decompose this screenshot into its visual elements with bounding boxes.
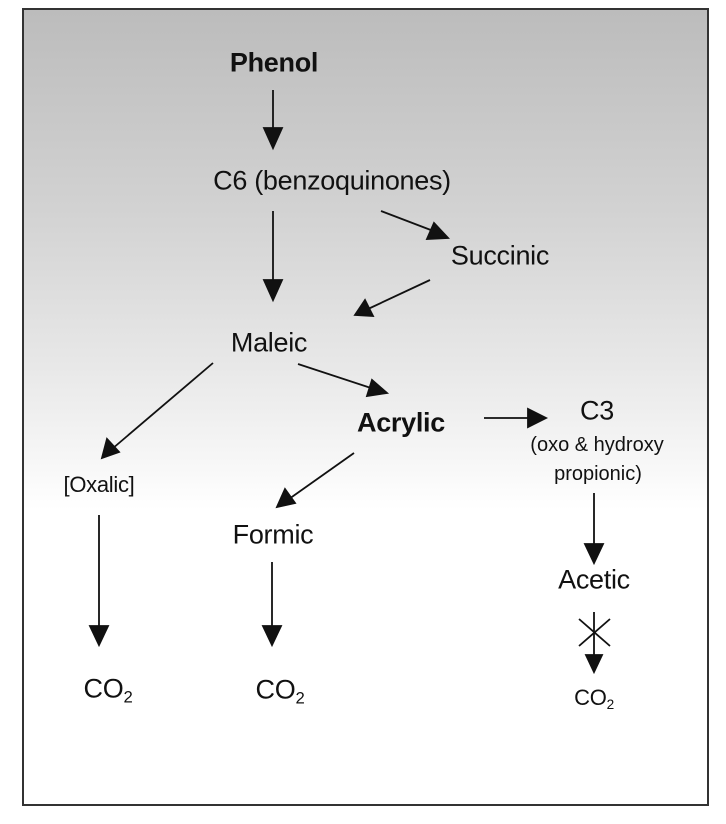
node-c3: C3 xyxy=(580,395,614,426)
arrow-acrylic-to-formic xyxy=(288,452,355,500)
arrowhead-icon xyxy=(425,221,450,240)
arrowhead-icon xyxy=(365,378,390,398)
node-formic: Formic xyxy=(232,519,314,550)
node-acetic: Acetic xyxy=(558,564,630,595)
node-succinic: Succinic xyxy=(450,240,550,271)
node-co2-from-oxalic: CO2 xyxy=(83,673,133,707)
arrowhead-icon xyxy=(262,279,284,303)
arrow-c6-to-succinic xyxy=(380,210,437,233)
node-c6-benzoquinones: C6 (benzoquinones) xyxy=(213,165,451,196)
arrowhead-icon xyxy=(100,437,121,460)
node-c3-detail-line1: (oxo & hydroxy xyxy=(530,434,664,456)
arrowhead-icon xyxy=(88,625,110,648)
node-acrylic: Acrylic xyxy=(357,407,445,438)
node-phenol: Phenol xyxy=(229,47,319,78)
blocked-x-icon xyxy=(578,618,611,647)
arrowhead-icon xyxy=(275,487,297,509)
arrow-maleic-to-acrylic xyxy=(297,363,375,390)
arrowhead-icon xyxy=(527,407,549,429)
arrowhead-icon xyxy=(262,127,284,151)
node-co2-from-acetic: CO2 xyxy=(574,685,614,713)
arrowhead-icon xyxy=(353,298,375,317)
arrow-maleic-to-oxalic xyxy=(111,362,214,450)
node-oxalic: [Oxalic] xyxy=(63,472,135,497)
arrow-succinic-to-maleic xyxy=(367,279,431,310)
arrowhead-icon xyxy=(261,625,283,648)
arrowhead-icon xyxy=(584,654,604,675)
node-co2-from-formic: CO2 xyxy=(255,674,305,708)
node-c3-detail-line2: propionic) xyxy=(554,463,642,485)
node-maleic: Maleic xyxy=(230,327,308,358)
arrowhead-icon xyxy=(583,543,605,566)
